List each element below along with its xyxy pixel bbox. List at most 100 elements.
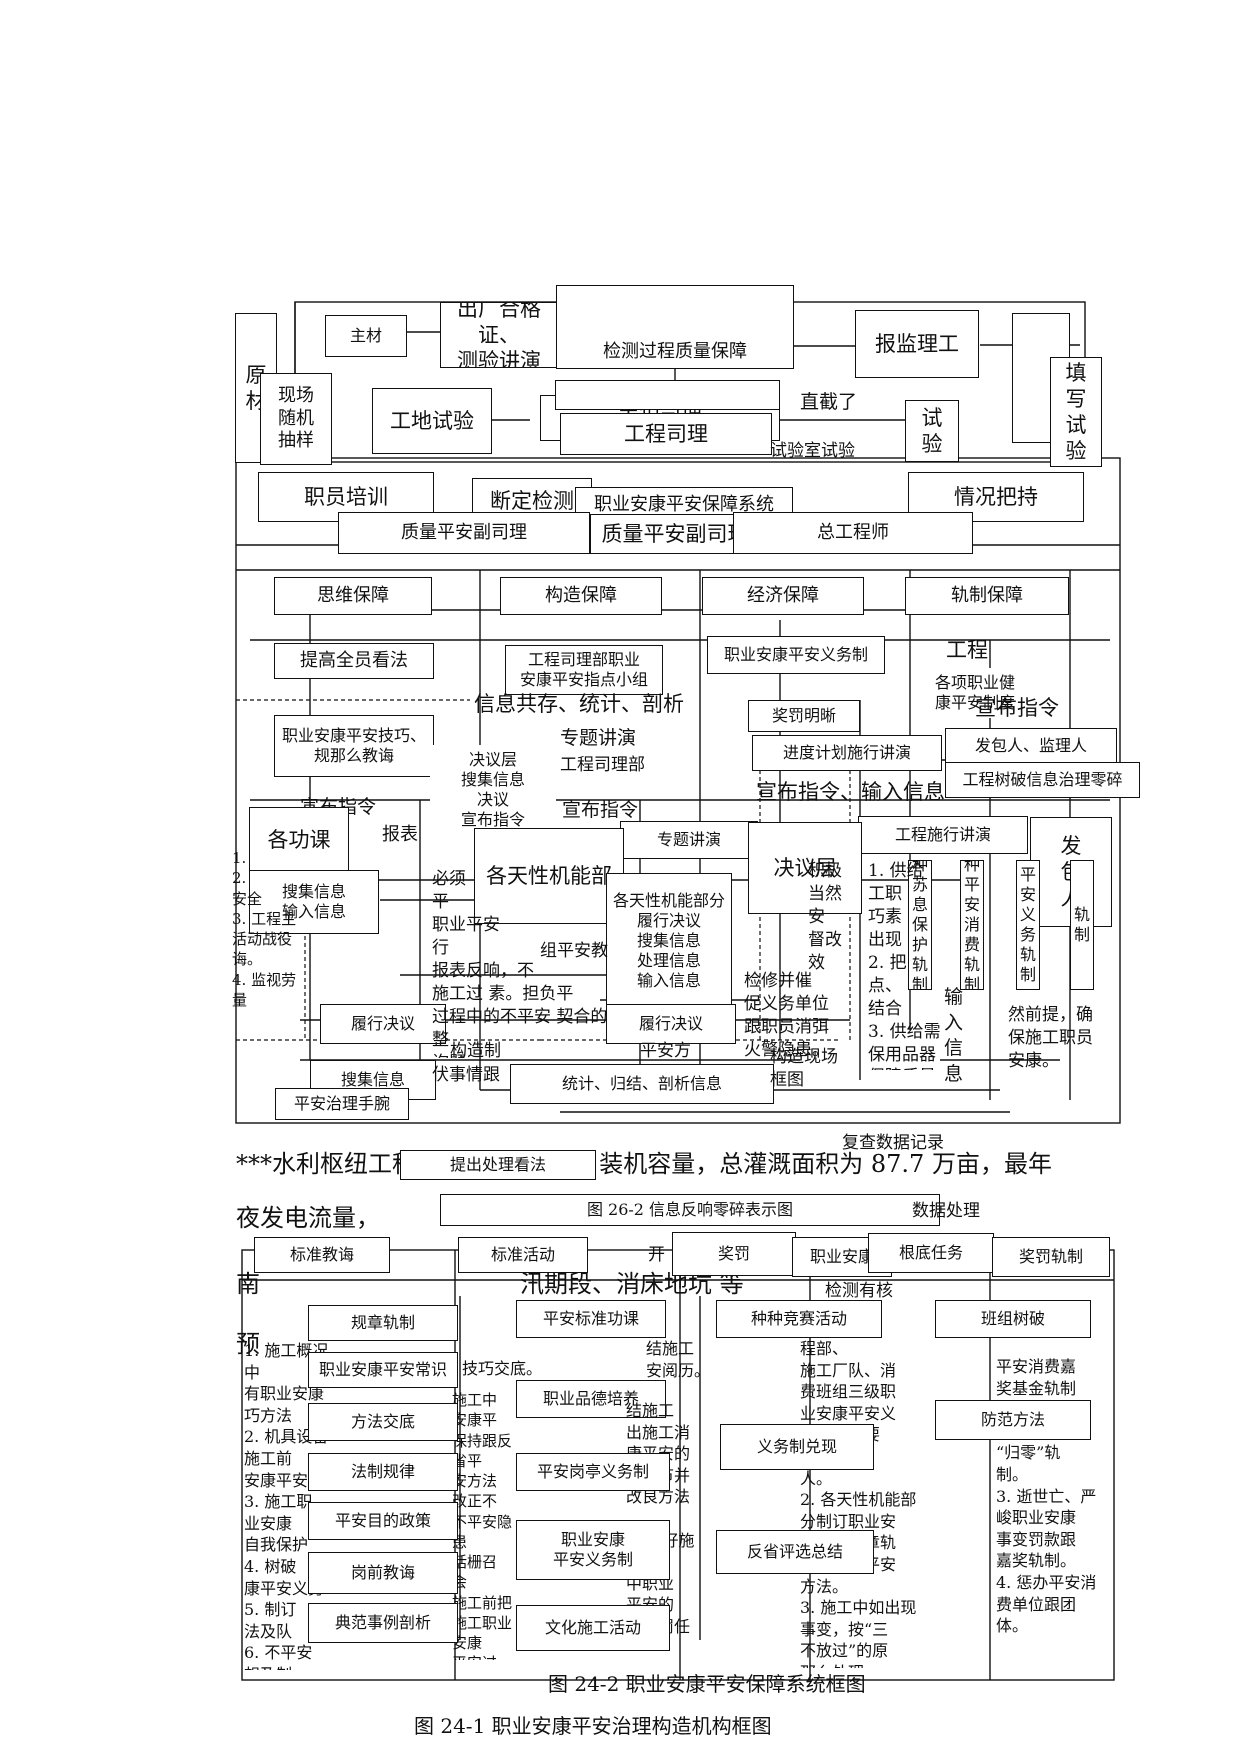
bottom-text-e: 施工中 安康平 保持跟反省平 安方法 改正不 不平安隐患 括栅召 会 施工前把 … (452, 1391, 513, 1660)
extra-1: 组平安教 (540, 941, 608, 961)
basic-task-box: 根底任务 (868, 1233, 994, 1273)
leadership-group-box: 工程司理部职业 安康平安指点小组 (505, 645, 663, 695)
narrow-box-1: 种苏息保护轨制 (908, 860, 932, 990)
collect-info-box: 搜集信息 输入信息 (249, 870, 379, 934)
cultural-construction-box: 文化施工活动 (516, 1605, 670, 1651)
fig-caption-mid: 图 26-2 信息反响零碎表示图 (586, 1200, 794, 1219)
bottom-text-b: 结施工 安阅历。 (646, 1339, 711, 1380)
extra-3: 伏事情跟 (432, 1065, 500, 1085)
pre-job-education-box: 岗前教诲 (308, 1552, 458, 1594)
functional-dept-sub-box: 各天性机能部分 履行决议 搜集信息 处理信息 输入信息 (606, 873, 732, 1009)
safe-work-box: 平安标准功课 (516, 1300, 666, 1338)
issue-output-text: 宣布指令、输入信息 (756, 780, 945, 804)
bottom-text-a: 技巧交底。 (462, 1359, 543, 1378)
functional-dept-box: 各天性机能部 (474, 828, 624, 924)
method-briefing-box: 方法交底 (308, 1403, 458, 1441)
report-supervisor-box: 报监理工 (855, 310, 979, 378)
health-responsibility-box: 职业安康 平安义务制 (516, 1520, 670, 1580)
standard-education-box: 标准教诲 (254, 1237, 390, 1273)
review-data-text: 复查数据记录 (842, 1133, 944, 1153)
decision-layer-box: 决议层 (748, 822, 862, 914)
fill-test-box: 填 写 试 验 (1050, 357, 1102, 467)
project-dept-mid: 工程司理部 (560, 755, 645, 775)
review-summary-box: 反省评选总结 (716, 1530, 874, 1574)
prevention-box: 防范方法 (935, 1400, 1091, 1440)
body-col-left-mid: 1. 2. 安全 3. 工程主 活动战役 诲。 4. 监视劳 量 (232, 849, 297, 1009)
data-processing-text: 数据处理 (912, 1201, 980, 1221)
extra-4: 平安方 (640, 1041, 691, 1061)
reward-system-box: 奖罚轨制 (992, 1237, 1110, 1277)
info-feedback-caption-box: 图 26-2 信息反响零碎表示图 (440, 1194, 940, 1226)
body-line-5: 预 (236, 1330, 260, 1358)
health-system-text: 各项职业健 康平安制度 (915, 668, 1035, 718)
site-sampling-box: 现场 随机 抽样 (260, 373, 332, 465)
system-guarantee-box: 轨制保障 (905, 577, 1069, 615)
chief-engineer-box: 总工程师 (733, 512, 973, 554)
post-responsibility-box: 平安岗亭义务制 (516, 1453, 670, 1491)
narrow-box-3: 平安义务轨制 (1016, 860, 1040, 990)
project-manager-box: 工程司理 (560, 413, 772, 455)
quality-deputy-box: 质量平安副司理 (338, 512, 590, 554)
issue-command-mid: 宣布指令 (562, 799, 639, 821)
issue-command-right: 宣布指令 (975, 696, 1059, 720)
skill-education-box: 职业安康平安技巧、 规那么教诲 (274, 715, 434, 777)
standard-activity-box: 标准活动 (458, 1237, 588, 1273)
employer-supervisor-box: 发包人、监理人 (945, 728, 1117, 764)
topic-report-mid: 专题讲演 (560, 727, 637, 749)
info-system-box: 工程树破信息治理零碎 (945, 762, 1140, 798)
open-text: 开 (648, 1245, 665, 1265)
decision-layer-text: 决议层 搜集信息 决议 宣布指令 (430, 745, 556, 835)
thought-guarantee-box: 思维保障 (274, 577, 432, 615)
body-col-3: 1. 供给 工职 巧素 出现 2. 把 点、 结合 3. 供给需 保用品器 保障… (868, 861, 941, 1070)
reward-box: 奖罚 (672, 1232, 796, 1276)
statistics-box: 统计、归结、剖析信息 (510, 1064, 774, 1104)
ethics-box: 职业品德培养 (516, 1380, 666, 1418)
competitions-box: 种种竞赛活动 (716, 1300, 882, 1338)
site-test-box: 工地试验 (372, 388, 492, 454)
rules-system-box: 规章轨制 (308, 1305, 458, 1341)
body-line-2: 夜发电流量， (236, 1204, 380, 1232)
law-discipline-box: 法制规律 (308, 1453, 458, 1491)
project-label-right: 工程 (946, 638, 988, 662)
body-line-1: ***水利枢纽工程 提出处理看法 ，装机容量，总灌溉面积为 87.7 万亩，最年 (236, 1150, 1052, 1178)
body-col-4: 然前提，确 保施工职员 安康。 (1008, 1005, 1093, 1071)
body-col-5: 积极 当然 安 督改 效 (808, 861, 842, 970)
extra-5: 检修并催 促义务单位 跟职员消弭 火警隐患。 (744, 971, 829, 1060)
figure-caption-24-2: 图 24-2 职业安康平安保障系统框图 (548, 1672, 866, 1696)
info-share-text: 信息共存、统计、剖析 (474, 692, 684, 716)
test-box: 试 验 (905, 400, 959, 462)
body-col-2: 必须 平 职业平安 行 报表反响，不 施工过 素。担负平 过程中的不平安 契合的… (432, 869, 608, 1058)
body-line-3: 南 (236, 1270, 260, 1298)
project-manager-label: 工程司理 (624, 421, 708, 446)
output-info-text: 输 入 信 息 (944, 986, 964, 1085)
project-manager-bar (555, 380, 780, 410)
structure-guarantee-box: 构造保障 (500, 577, 662, 615)
main-material-box: 主材 (325, 315, 407, 357)
extra-6: 构造现场 框图 (770, 1047, 838, 1090)
narrow-box-4: 轨制 (1070, 860, 1094, 990)
handling-opinion-box: ***水利枢纽工程 提出处理看法 ，装机容量，总灌溉面积为 87.7 万亩，最年… (400, 1150, 596, 1180)
schedule-report-box: 进度计划施行讲演 (752, 735, 942, 771)
safety-knowledge-box: 职业安康平安常识 (308, 1352, 458, 1388)
bottom-text-c: 程部、 施工厂队、消 费班组三级职 业安康平安义 务，各级要 为义务 人。 2.… (800, 1339, 917, 1668)
execute-decision-box-2: 履行决议 (606, 1004, 736, 1044)
report-label: 报表 (382, 824, 418, 845)
narrow-box-2: 种平安消费轨制 (960, 860, 984, 990)
economic-guarantee-box: 经济保障 (702, 577, 864, 615)
direct-text: 直截了 (800, 391, 858, 413)
quality-deputy-box-2: 质量平安副司理 (590, 514, 760, 554)
lab-test-text: 试验室试验 (770, 441, 855, 461)
reward-clear-box: 奖罚明晰 (748, 700, 860, 732)
safety-goal-box: 平安目的政策 (308, 1502, 458, 1540)
responsibility-cash-box: 义务制兑现 (720, 1424, 874, 1470)
topic-report-box: 专题讲演 (620, 821, 758, 859)
bottom-col-1: 1. 施工概况中 有职业安康 巧方法 2. 机具设备 施工前 安康平安 3. 施… (244, 1341, 329, 1670)
inspection-process-label: 检测过程质量保障 (603, 340, 747, 362)
safety-means-box: 平安治理手腕 (275, 1088, 409, 1120)
awareness-box: 提高全员看法 (274, 643, 434, 679)
project-impl-report-box: 工程施行讲演 (858, 816, 1028, 854)
inspection-process-box: 检测过程质量保障 (556, 285, 794, 369)
team-building-box: 班组树破 (935, 1300, 1091, 1338)
case-analysis-box: 典范事例剖析 (308, 1603, 458, 1643)
execute-decision-box: 履行决议 (320, 1004, 446, 1044)
